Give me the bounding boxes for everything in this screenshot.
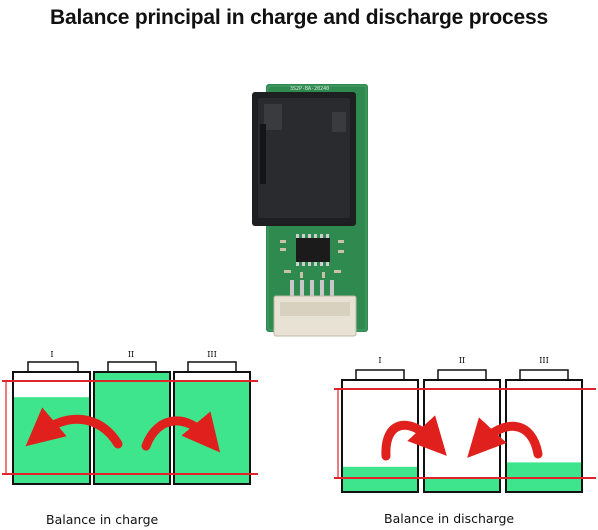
discharge-caption: Balance in discharge <box>384 511 515 526</box>
svg-text:3S2P-BA-20240: 3S2P-BA-20240 <box>290 86 329 92</box>
balance-arrow-icon <box>25 407 123 449</box>
battery-cell: II <box>423 356 501 493</box>
battery-cell: III <box>505 356 583 493</box>
battery-cell: II <box>93 350 171 485</box>
charge-balance-diagram: I II III <box>2 350 258 485</box>
balance-arrow-icon <box>141 411 221 453</box>
cell-label: III <box>207 350 216 359</box>
cell-fill <box>507 462 581 491</box>
bms-module-photo: 3S2P-BA-20240 <box>252 84 368 337</box>
cell-label: II <box>459 356 465 365</box>
ic-chip <box>296 238 330 262</box>
battery-cell: III <box>173 350 251 485</box>
balance-arrow-icon <box>381 415 447 461</box>
cell-fill <box>14 397 89 483</box>
cell-label: I <box>50 350 53 359</box>
cell-fill <box>425 478 499 491</box>
battery-cell: I <box>341 356 419 493</box>
page-title: Balance principal in charge and discharg… <box>50 6 548 29</box>
cell-label: II <box>128 350 134 359</box>
cell-label: I <box>378 356 381 365</box>
cell-label: III <box>539 356 548 365</box>
balance-arrow-icon <box>467 417 543 459</box>
cell-fill <box>175 381 249 483</box>
discharge-balance-diagram: I II III <box>334 356 596 493</box>
charge-caption: Balance in charge <box>46 512 159 527</box>
